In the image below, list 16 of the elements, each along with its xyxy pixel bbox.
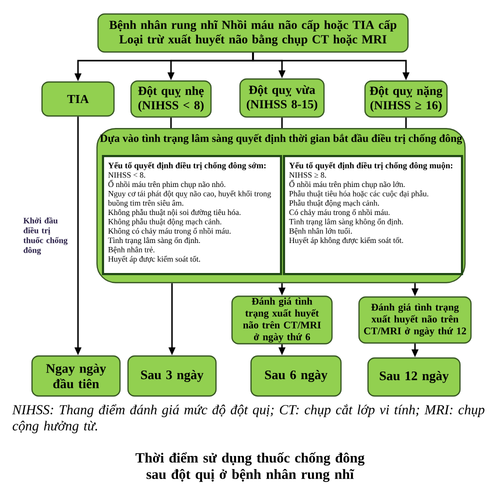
process-box: Đánh giá tình trạng xuất huyết não trên CT/MRI ở ngày thứ 12 bbox=[358, 296, 472, 344]
process-box: Đánh giá tình trạng xuất huyết não trên CT/MRI ở ngày thứ 6 bbox=[231, 296, 333, 344]
caption: Thời điểm sử dụng thuốc chống đông sau đột quị ở bệnh nhân rung nhĩ bbox=[136, 452, 364, 482]
criteria-box: Yếu tố quyết định điều trị chống đông muộn: NIHSS ≥ 8. Ổ nhồi máu trên phim chụp não lớn. Phẫu thuật tiêu hóa hoặc các cuộc đại phẫu. Phẫu thuật động mạch cảnh. Có chảy máu trong ổ nhồi máu. Tình trạng lâm sàng không ổn định. Bệnh nhân lớn tuổi. Huyết áp không được kiểm soát tốt. bbox=[282, 155, 464, 276]
process-box: Bệnh nhân rung nhĩ Nhồi máu não cấp hoặc TIA cấp Loại trừ xuất huyết não bằng chụp CT hoặc MRI bbox=[97, 13, 409, 53]
process-box: Đột quỵ nhẹ (NIHSS < 8) bbox=[130, 80, 212, 118]
process-box: Sau 12 ngày bbox=[367, 357, 461, 397]
process-box: Sau 3 ngày bbox=[127, 355, 217, 397]
edge-label: Khởi đầu điều trị thuốc chống đông bbox=[23, 217, 68, 255]
process-box: Đột quỵ nặng (NIHSS ≥ 16) bbox=[364, 80, 448, 118]
process-box: TIA bbox=[41, 81, 115, 117]
criteria-box: Yếu tố quyết định điều trị chống đông sớm: NIHSS < 8. Ổ nhồi máu trên phim chụp não nhỏ. Nguy cơ tái phát đột quỵ não cao, huyết khối trong buồng tim trên siêu âm. Không phẫu thuật nội soi đường tiêu hóa. Không phẫu thuật động mạch cảnh. Không có chảy máu trong ổ nhồi máu. Tình trạng lâm sàng ổn định. Bệnh nhân trẻ. Huyết áp được kiểm soát tốt. bbox=[102, 155, 282, 276]
process-box: Đột quỵ vừa (NIHSS 8-15) bbox=[239, 78, 325, 118]
process-box: Ngay ngày đầu tiên bbox=[31, 355, 121, 397]
process-box: Sau 6 ngày bbox=[250, 355, 342, 397]
note-text: NIHSS: Thang điểm đánh giá mức độ đột quị; CT: chụp cắt lớp vi tính; MRI: chụp cộng hưởng từ. bbox=[12, 404, 484, 434]
